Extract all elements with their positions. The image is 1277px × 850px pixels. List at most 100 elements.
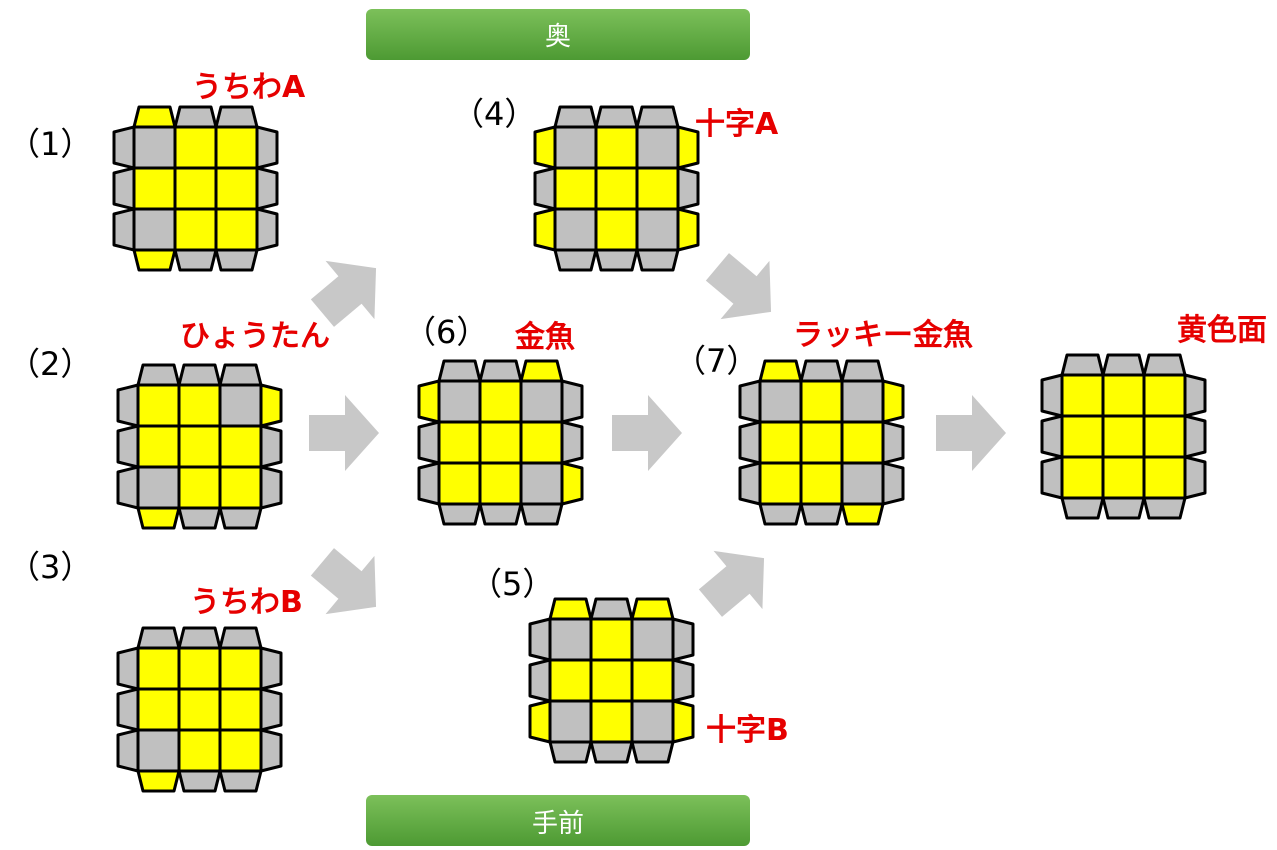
case-solved-bottom-edge-0 [1060,496,1105,520]
case-4-number: （4） [452,95,536,133]
arrow-3 [612,395,682,471]
case-3-top-edge-0 [136,626,181,650]
case-1-right-edge-0 [255,125,279,170]
case-5-sticker-2-2 [630,699,675,744]
case-6-bottom-edge-0 [437,502,482,526]
case-1-sticker-0-1 [173,125,218,170]
arrow-2-shape [310,548,377,615]
case-7-bottom-edge-0 [758,502,803,526]
case-4-bottom-edge-1 [594,248,639,272]
case-7-left-edge-2 [738,461,762,506]
case-5-left-edge-2 [528,699,552,744]
case-2-bottom-edge-2 [218,506,263,530]
case-1-right-edge-1 [255,166,279,211]
case-4-sticker-0-0 [553,125,598,170]
case-solved-sticker-0-0 [1060,373,1105,418]
case-2-number: （2） [8,345,92,383]
case-2-left-edge-2 [116,465,140,510]
case-4-sticker-1-0 [553,166,598,211]
case-3-sticker-0-1 [177,646,222,691]
case-5-sticker-1-2 [630,658,675,703]
case-1-left-edge-2 [112,207,136,252]
case-3-cube [116,626,283,793]
case-solved-right-edge-1 [1183,414,1207,459]
case-6-sticker-0-1 [478,379,523,424]
arrow-5-shape [698,550,765,617]
case-2-cube [116,363,283,530]
case-3-sticker-2-1 [177,728,222,773]
case-3-number: （3） [8,548,92,586]
case-solved-sticker-2-2 [1142,455,1187,500]
arrow-1 [309,395,379,471]
case-6-top-edge-1 [478,359,523,383]
case-7-top-edge-2 [840,359,885,383]
arrow-6-shape [936,395,1006,471]
case-7-sticker-2-2 [840,461,885,506]
case-1-left-edge-1 [112,166,136,211]
top-banner-label: 奥 [545,22,571,52]
case-4-sticker-1-1 [594,166,639,211]
case-4-sticker-0-2 [635,125,680,170]
case-solved-bottom-edge-1 [1101,496,1146,520]
case-solved-right-edge-0 [1183,373,1207,418]
case-7-sticker-1-1 [799,420,844,465]
case-4-sticker-2-2 [635,207,680,252]
case-7-right-edge-1 [881,420,905,465]
case-3-sticker-0-2 [218,646,263,691]
case-2-top-edge-0 [136,363,181,387]
case-2-sticker-2-2 [218,465,263,510]
case-6-top-edge-0 [437,359,482,383]
case-3-right-edge-1 [259,687,283,732]
case-4-right-edge-1 [676,166,700,211]
case-3-top-edge-2 [218,626,263,650]
case-2-sticker-1-2 [218,424,263,469]
cubes [112,105,1207,793]
case-6-left-edge-1 [417,420,441,465]
case-3-top-edge-1 [177,626,222,650]
case-2-top-edge-1 [177,363,222,387]
case-solved-sticker-2-1 [1101,455,1146,500]
case-3-bottom-edge-1 [177,769,222,793]
case-2-left-edge-0 [116,383,140,428]
case-1-sticker-1-0 [132,166,177,211]
case-6-right-edge-1 [560,420,584,465]
case-7-cube [738,359,905,526]
case-7-sticker-2-0 [758,461,803,506]
top-banner: 奥 [366,9,750,60]
case-6-right-edge-0 [560,379,584,424]
case-4-bottom-edge-0 [553,248,598,272]
case-1-sticker-1-2 [214,166,259,211]
case-4-sticker-2-1 [594,207,639,252]
case-4-left-edge-0 [533,125,557,170]
case-5-name: 十字B [706,713,789,748]
case-3-left-edge-0 [116,646,140,691]
case-6-right-edge-2 [560,461,584,506]
case-solved-sticker-1-0 [1060,414,1105,459]
case-2-name: ひょうたん [180,319,330,354]
case-7-sticker-0-2 [840,379,885,424]
case-2-right-edge-2 [259,465,283,510]
case-6-bottom-edge-2 [519,502,564,526]
case-1-bottom-edge-1 [173,248,218,272]
case-5-top-edge-0 [548,597,593,621]
arrows [309,253,1006,617]
case-6-left-edge-2 [417,461,441,506]
case-6-bottom-edge-1 [478,502,523,526]
case-5-sticker-2-1 [589,699,634,744]
case-solved-sticker-0-2 [1142,373,1187,418]
case-4-sticker-2-0 [553,207,598,252]
arrow-3-shape [612,395,682,471]
case-4-bottom-edge-2 [635,248,680,272]
case-6-sticker-0-0 [437,379,482,424]
case-2-bottom-edge-1 [177,506,222,530]
case-5-sticker-1-0 [548,658,593,703]
case-7-sticker-0-1 [799,379,844,424]
case-6-top-edge-2 [519,359,564,383]
case-3-name: うちわB [190,585,303,620]
case-7-left-edge-0 [738,379,762,424]
case-6-number: （6） [404,313,488,351]
case-1-bottom-edge-0 [132,248,177,272]
case-7-sticker-2-1 [799,461,844,506]
case-4-sticker-0-1 [594,125,639,170]
